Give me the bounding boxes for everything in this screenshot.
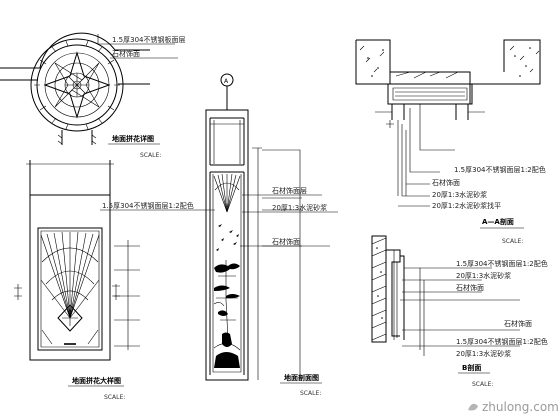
column-elevation: A (205, 73, 338, 381)
svg-text:1.5厚304不锈钢板面层: 1.5厚304不锈钢板面层 (112, 35, 186, 44)
svg-text:石材饰面: 石材饰面 (456, 283, 484, 292)
svg-text:1.5厚304不锈钢面层1:2配色: 1.5厚304不锈钢面层1:2配色 (102, 201, 194, 210)
svg-text:1.5厚304不锈钢面层1:2配色: 1.5厚304不锈钢面层1:2配色 (456, 259, 548, 268)
svg-text:20厚1:3水泥砂浆: 20厚1:3水泥砂浆 (432, 190, 487, 199)
svg-text:石材饰面: 石材饰面 (432, 178, 460, 187)
fan-elevation: 1.5厚304不锈钢面层1:2配色 (14, 160, 215, 361)
svg-text:A: A (224, 78, 229, 85)
medallion-plan: 1.5厚304不锈钢板面层 石材饰面 (0, 32, 186, 145)
svg-text:SCALE:: SCALE: (472, 381, 493, 388)
svg-text:石材饰面层: 石材饰面层 (272, 186, 307, 195)
svg-text:20厚1:3水泥砂浆: 20厚1:3水泥砂浆 (272, 203, 327, 212)
svg-text:20厚1:2水泥砂浆找平: 20厚1:2水泥砂浆找平 (432, 201, 501, 210)
svg-text:石材饰面: 石材饰面 (504, 319, 532, 328)
svg-text:SCALE:: SCALE: (502, 238, 523, 245)
detail-section: 1.5厚304不锈钢面层1:2配色 20厚1:3水泥砂浆 石材饰面 石材饰面 1… (371, 235, 548, 358)
svg-text:B剖面: B剖面 (462, 363, 481, 372)
svg-text:石材饰面: 石材饰面 (112, 49, 140, 58)
svg-text:A—A剖面: A—A剖面 (482, 217, 514, 226)
svg-text:1.5厚304不锈钢面层1:2配色: 1.5厚304不锈钢面层1:2配色 (454, 165, 546, 174)
svg-text:SCALE:: SCALE: (104, 394, 125, 401)
svg-text:20厚1:3水泥砂浆: 20厚1:3水泥砂浆 (456, 349, 511, 358)
svg-text:SCALE:: SCALE: (140, 152, 161, 159)
svg-text:20厚1:3水泥砂浆: 20厚1:3水泥砂浆 (456, 271, 511, 280)
svg-text:1.5厚304不锈钢面层1:2配色: 1.5厚304不锈钢面层1:2配色 (456, 337, 548, 346)
svg-text:地面拼花详图: 地面拼花详图 (112, 134, 154, 143)
watermark: zhulong.com (468, 400, 559, 414)
section-aa: 1.5厚304不锈钢面层1:2配色 石材饰面 20厚1:3水泥砂浆 20厚1:2… (355, 39, 546, 210)
svg-text:石材饰面: 石材饰面 (272, 237, 300, 246)
svg-text:地面拼花大样图: 地面拼花大样图 (72, 376, 121, 385)
svg-text:zhulong.com: zhulong.com (482, 400, 559, 414)
svg-text:SCALE:: SCALE: (300, 390, 321, 397)
svg-text:地面剖面图: 地面剖面图 (284, 373, 319, 382)
